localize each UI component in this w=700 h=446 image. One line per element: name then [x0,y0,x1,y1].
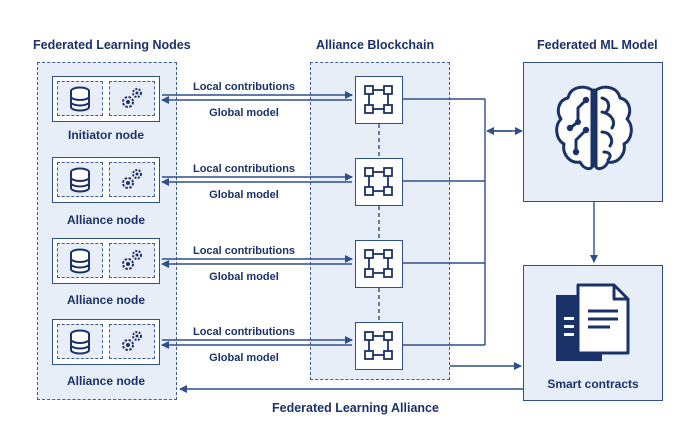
local-contributions-label: Local contributions [192,81,296,93]
global-model-label: Global model [209,352,279,364]
alliance-label: Federated Learning Alliance [272,401,439,415]
node-db-cell [57,81,103,116]
node-label: Alliance node [66,213,146,227]
node-card-alliance[interactable] [52,238,160,284]
local-contributions-label: Local contributions [192,245,296,257]
node-card-initiator[interactable] [52,76,160,122]
smart-contracts-label: Smart contracts [547,377,639,391]
blockchain-block[interactable] [355,240,403,288]
gears-icon [122,169,142,189]
database-icon [70,248,90,274]
blockchain-block-icon [364,167,393,196]
node-card-alliance[interactable] [52,319,160,365]
blockchain-block-icon [364,331,393,360]
node-label: Initiator node [68,128,144,142]
blockchain-block[interactable] [355,76,403,124]
blockchain-block[interactable] [355,322,403,370]
local-contributions-label: Local contributions [192,163,296,175]
node-gears-cell [109,81,155,116]
global-model-label: Global model [209,271,279,283]
node-db-cell [57,243,103,278]
blockchain-title: Alliance Blockchain [316,38,435,52]
nodes-title: Federated Learning Nodes [33,38,191,52]
node-label: Alliance node [66,374,146,388]
database-icon [70,86,90,112]
blockchain-block-icon [364,249,393,278]
blockchain-block[interactable] [355,158,403,206]
node-db-cell [57,324,103,359]
database-icon [70,329,90,355]
gears-icon [122,88,142,108]
global-model-label: Global model [209,189,279,201]
local-contributions-label: Local contributions [192,326,296,338]
documents-icon [556,283,630,361]
brain-circuit-icon [555,85,633,171]
global-model-label: Global model [209,107,279,119]
node-gears-cell [109,324,155,359]
node-card-alliance[interactable] [52,157,160,203]
node-gears-cell [109,243,155,278]
node-label: Alliance node [66,293,146,307]
database-icon [70,167,90,193]
blockchain-block-icon [364,85,393,114]
model-title: Federated ML Model [537,38,658,52]
gears-icon [122,250,142,270]
node-db-cell [57,162,103,197]
gears-icon [122,331,142,351]
node-gears-cell [109,162,155,197]
